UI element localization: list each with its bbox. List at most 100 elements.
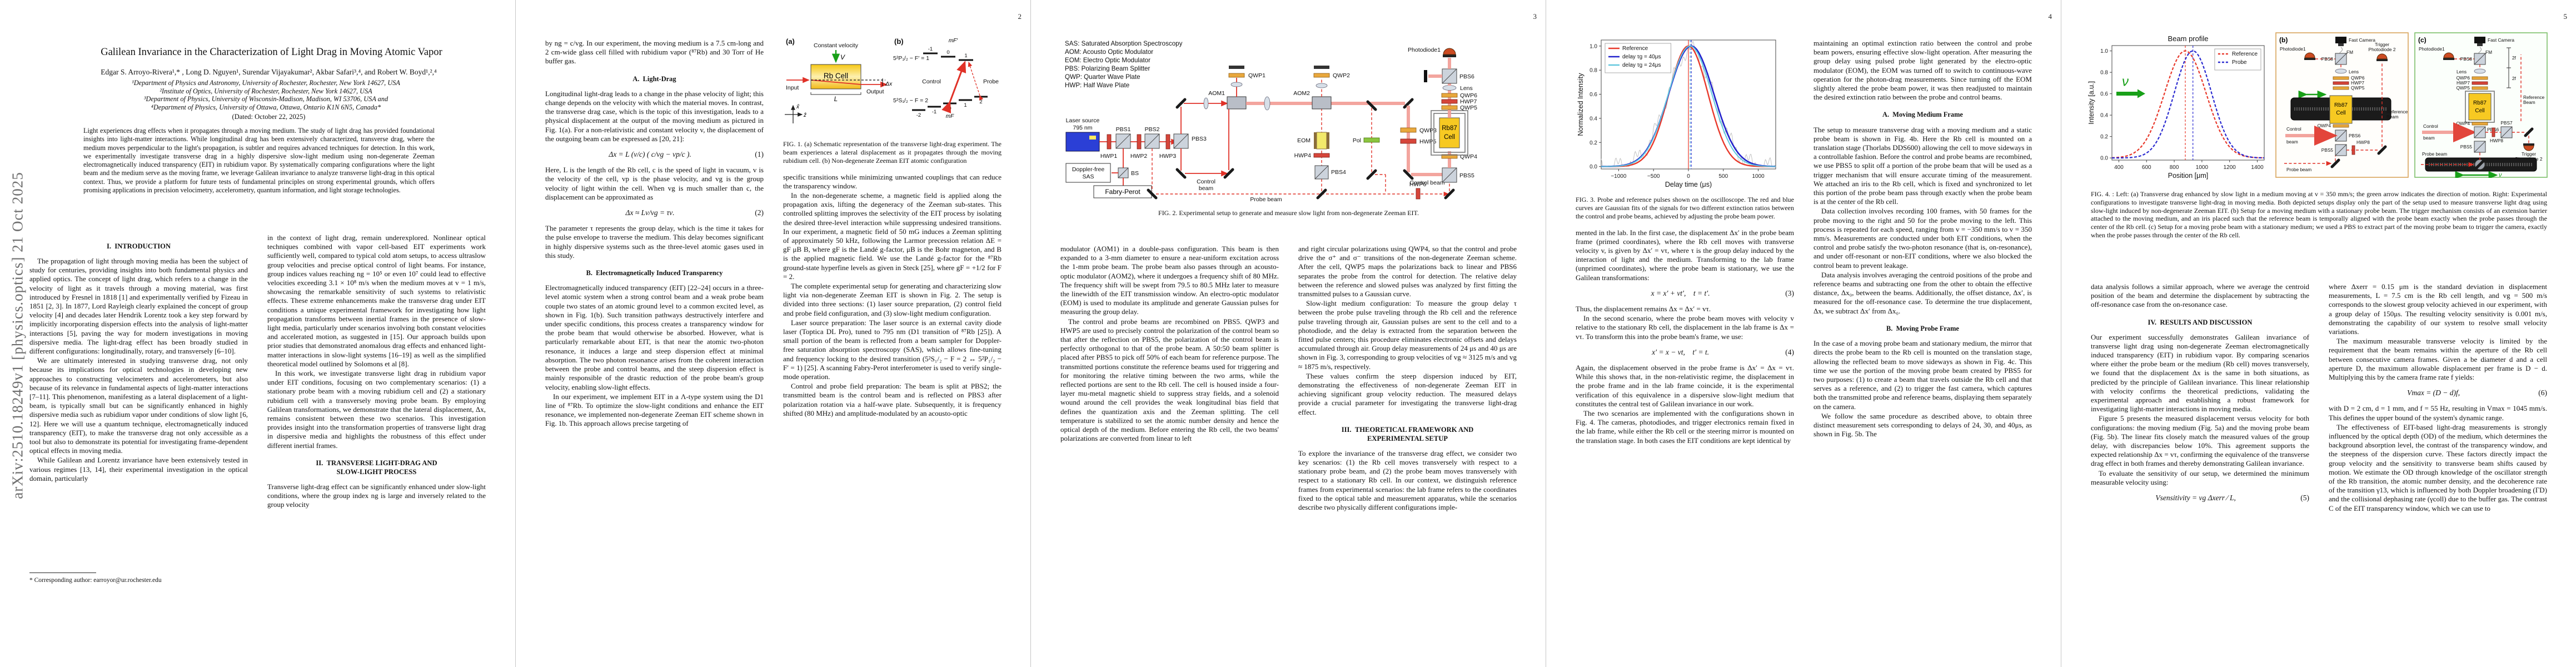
x-tick-label: 600	[2142, 165, 2151, 171]
lens	[1264, 96, 1270, 111]
column: I. INTRODUCTION The propagation of light…	[29, 233, 248, 559]
equation-body: x = x′ + vt′, t = t′.	[1651, 288, 1710, 297]
qwp5	[2472, 86, 2488, 90]
section-heading-theory: III. THEORETICAL FRAMEWORK AND EXPERIMEN…	[1341, 425, 1474, 442]
trigger-label2: Photodiode 2	[2369, 47, 2396, 52]
qwp5-label: QWP5	[2351, 85, 2365, 91]
control-label1: Control	[2286, 126, 2301, 132]
annotation-arrowhead	[2137, 89, 2145, 98]
qwp4	[2333, 124, 2349, 128]
trigger-photodiode-dome	[2376, 53, 2388, 59]
reference-label2: Beam	[2386, 114, 2399, 120]
pbs1-label: PBS1	[1116, 126, 1131, 133]
rb87-cell	[2329, 95, 2353, 124]
photodiode1-label: Photodiode1	[2280, 46, 2306, 52]
paragraph: The control and probe beams are recombin…	[1060, 317, 1279, 443]
column: by ng = c/vg. In our experiment, the mov…	[545, 39, 764, 639]
hwp7	[2472, 81, 2488, 85]
reference-label1: Reference	[2523, 94, 2545, 100]
series-Probe	[2112, 50, 2264, 159]
pbs7-label: PBS7	[2500, 120, 2513, 126]
qwp4	[2472, 122, 2488, 126]
control-label: Control	[922, 78, 941, 85]
page-number: 3	[1533, 12, 1537, 21]
laser-box	[1065, 132, 1100, 152]
y-tick-label: 0.0	[2100, 156, 2108, 162]
paragraph: where Δxerr = 0.15 μm is the standard de…	[2329, 282, 2547, 336]
lower-m1: 1	[964, 102, 966, 108]
legend-line: EOM: Electro Optic Modulator	[1065, 57, 1150, 64]
hwp8-label: HWP8	[2490, 138, 2503, 143]
aom2	[1312, 96, 1332, 109]
affiliation: ²Institute of Optics, University of Roch…	[160, 87, 372, 95]
hwp8-label: HWP8	[2356, 140, 2370, 145]
polarizer	[1363, 137, 1380, 143]
hwp2	[1137, 134, 1142, 150]
x-tick-label: 1000	[2196, 165, 2209, 171]
eom	[1316, 132, 1327, 150]
fabry-perot-label: Fabry-Perot	[1105, 188, 1140, 196]
probe-beam-label: Probe beam	[1250, 196, 1282, 202]
input-label: Input	[786, 84, 799, 91]
equation-number: (6)	[2538, 389, 2547, 397]
pbs6-label: PBS6	[1459, 73, 1474, 80]
y-tick-label: 0.4	[2100, 113, 2108, 119]
legend-line: SAS: Saturated Absorption Spectroscopy	[1065, 40, 1183, 47]
mf-prime-label: mF′	[949, 38, 958, 44]
velocity-label: ν	[2499, 172, 2502, 178]
fast-camera-label: Fast Camera	[2349, 37, 2375, 43]
chart-title: Beam profile	[2168, 34, 2209, 43]
aom1	[1227, 96, 1247, 109]
figure-3-caption: FIG. 3. Probe and reference pulses shown…	[1576, 196, 1794, 220]
probe-transition-arrow	[968, 61, 984, 101]
photodiode1-label: Photodiode1	[1408, 47, 1441, 53]
qwp3	[1400, 127, 1417, 133]
velocity-label: V	[840, 53, 845, 61]
paragraph: Control and probe field preparation: The…	[783, 382, 1001, 417]
y-tick-label: 0.8	[1590, 68, 1597, 74]
rb-cell-box	[810, 64, 861, 89]
lower-m-1: -1	[932, 109, 936, 115]
column: where Δxerr = 0.15 μm is the standard de…	[2329, 282, 2547, 638]
hwp4	[1313, 153, 1330, 158]
legend-label: delay τg = 40μs	[1622, 54, 1661, 60]
paragraph: We are ultimately interested in studying…	[29, 356, 248, 455]
fast-camera-icon	[2335, 37, 2346, 43]
y-tick-label: 0.8	[2100, 70, 2108, 76]
column: maintaining an optimal extinction ratio …	[1813, 39, 2032, 639]
hwp1-label: HWP1	[1100, 153, 1117, 160]
lens	[1230, 82, 1243, 87]
qwp1-label: QWP1	[1248, 72, 1265, 79]
hwp7-label: HWP7	[2351, 80, 2364, 86]
qwp5-label: QWP5	[2457, 85, 2470, 91]
cell-label2: Cell	[2336, 110, 2345, 116]
affiliations: ¹Department of Physics and Astronomy, Un…	[39, 79, 493, 111]
qwp6	[2472, 76, 2488, 80]
panel-c-tag: (c)	[2418, 36, 2426, 44]
mirror	[1366, 169, 1377, 180]
pol-label: Pol	[1353, 137, 1361, 144]
paragraph: Here, L is the length of the Rb cell, c …	[545, 166, 764, 201]
paragraph: While Galilean and Lorentz invariance ha…	[29, 456, 248, 482]
length-label: L	[834, 96, 838, 103]
s-level-label: 5²S₁/₂ − F = 2	[893, 97, 928, 104]
dx-label: Δx	[885, 81, 893, 87]
paragraph: In the non-degenerate scheme, a magnetic…	[783, 191, 1001, 281]
sas-label1: Doppler-free	[1072, 166, 1105, 173]
paragraph: The effectiveness of EIT-based light-dra…	[2329, 422, 2547, 512]
fm-label: FM	[2346, 49, 2353, 55]
figure-2-setup: SAS: Saturated Absorption Spectroscopy A…	[1065, 40, 1477, 202]
trigger-label1: Trigger	[2522, 151, 2536, 157]
equation-2: Δx ≈ Lν/vg = τν. (2)	[545, 208, 764, 217]
fm-label: FM	[2485, 49, 2492, 55]
page-3: 3 SAS: Saturated Absorption Spectroscopy…	[1030, 0, 1546, 667]
qwp2-label: QWP2	[1333, 72, 1350, 79]
paragraph: data analysis follows a similar approach…	[2091, 282, 2309, 309]
qwp6	[2333, 76, 2349, 80]
lens-label: Lens	[1460, 85, 1473, 92]
y-tick-label: 0.0	[1590, 164, 1597, 170]
x-tick-label: 1200	[2224, 165, 2236, 171]
velocity-label: ν	[2301, 92, 2304, 98]
legend-line: AOM: Acousto Optic Modulator	[1065, 48, 1153, 56]
